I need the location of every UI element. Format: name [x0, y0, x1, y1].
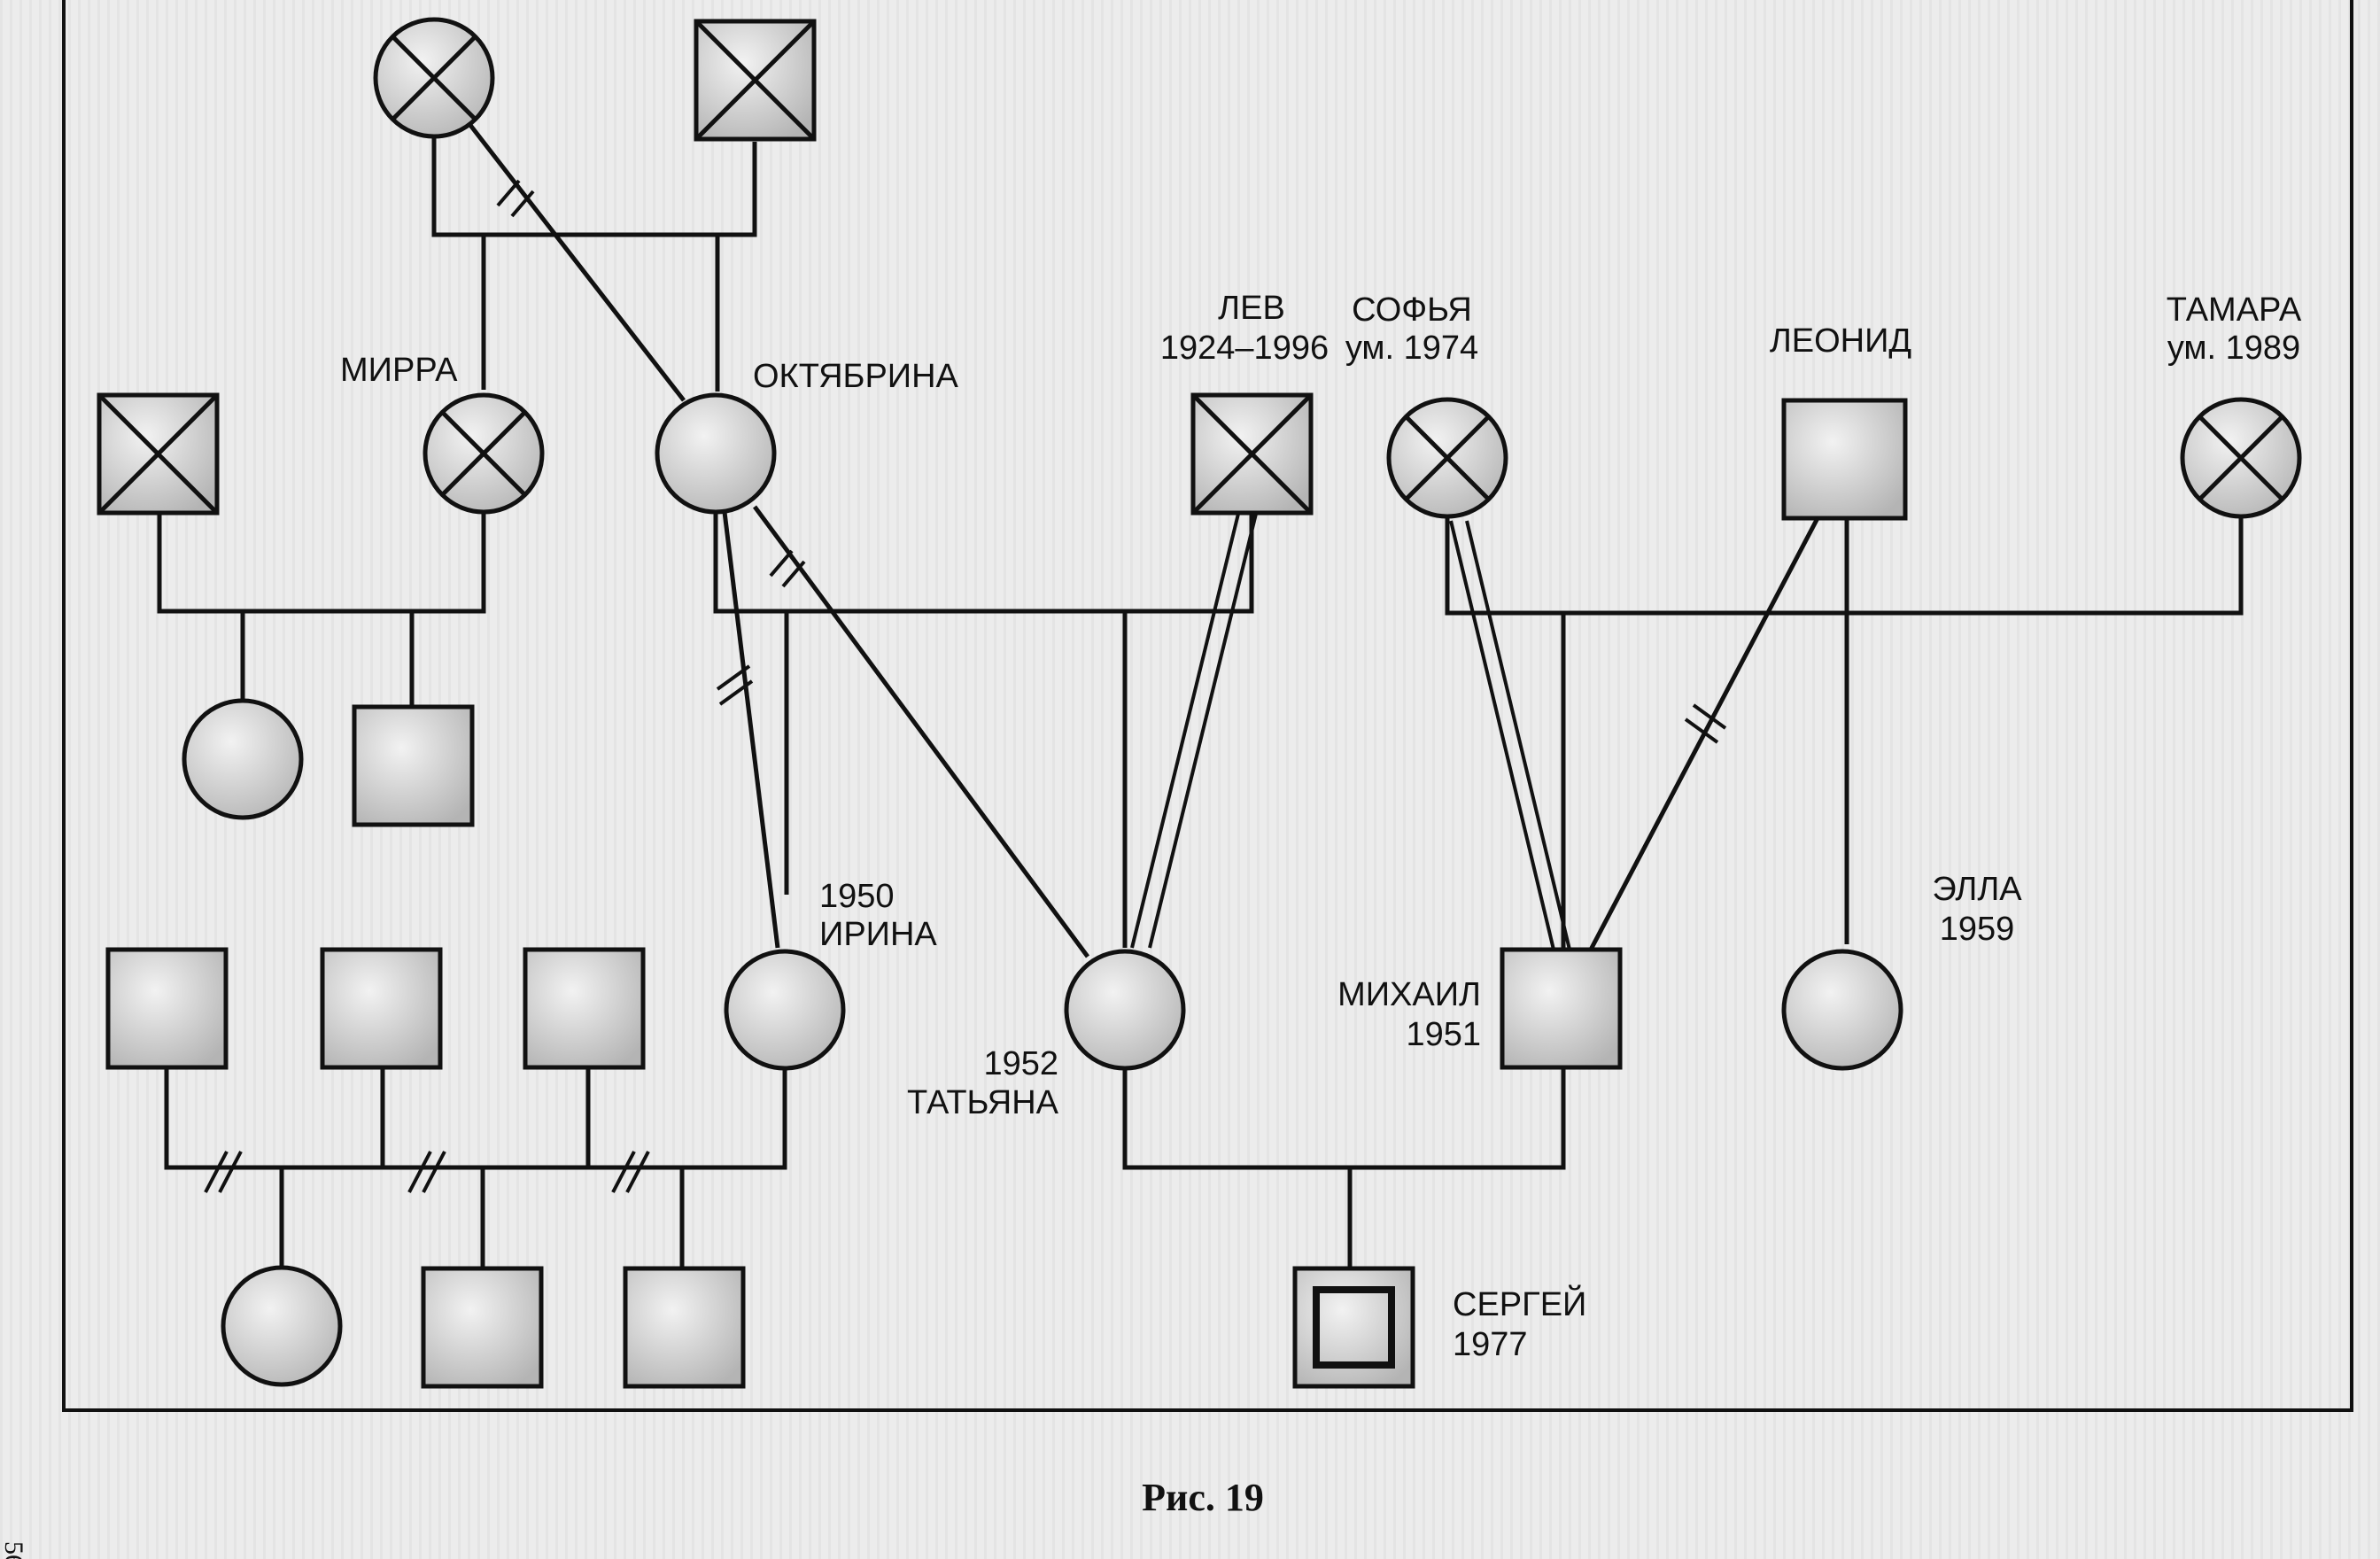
diagram-frame — [62, 0, 2353, 1412]
close-line-sofya-mikhail — [1449, 520, 1571, 950]
irina-years: 1950 — [819, 878, 895, 915]
lev-name: ЛЕВ — [1218, 290, 1285, 327]
leonid-symbol — [1781, 398, 1908, 521]
sofya-years: ум. 1974 — [1345, 330, 1478, 367]
leonid-name: ЛЕОНИД — [1770, 322, 1912, 360]
irina-name: ИРИНА — [819, 916, 937, 953]
mikhail-symbol — [1500, 947, 1623, 1070]
oktyabrina-lev-connector — [713, 512, 1254, 948]
mirra-name: МИРРА — [340, 352, 458, 389]
irina-partner-2 — [320, 947, 443, 1070]
tamara-symbol-deceased — [2180, 397, 2302, 519]
conflict-line-mother-oktyabrina — [468, 122, 686, 402]
figure-caption: Рис. 19 — [1142, 1476, 1264, 1519]
divorce-marks — [204, 1151, 650, 1193]
mikhail-years: 1951 — [1406, 1016, 1481, 1053]
oktyabrina-name: ОКТЯБРИНА — [753, 358, 959, 395]
irina-son-2 — [623, 1266, 746, 1389]
irina-daughter — [221, 1265, 343, 1387]
lev-symbol-deceased — [1190, 392, 1314, 516]
sofya-symbol-deceased — [1386, 397, 1508, 519]
sofya-leonid-tamara-connector — [1445, 516, 2244, 950]
tamara-years: ум. 1989 — [2167, 330, 2300, 367]
tatyana-name: ТАТЬЯНА — [907, 1084, 1059, 1121]
ella-symbol — [1781, 949, 1903, 1071]
sergey-symbol-index-person — [1292, 1266, 1415, 1389]
tatyana-symbol — [1064, 949, 1186, 1071]
conflict-line-leonid-mikhail — [1588, 516, 1820, 951]
tatyana-mikhail-connector — [1122, 1067, 1566, 1268]
tatyana-years: 1952 — [983, 1045, 1058, 1082]
irina-partner-3 — [523, 947, 646, 1070]
tamara-name: ТАМАРА — [2167, 291, 2302, 329]
gen1-parents-connector — [431, 133, 757, 392]
sergey-years: 1977 — [1453, 1326, 1528, 1363]
mirra-daughter — [182, 698, 304, 820]
irina-son-1 — [421, 1266, 544, 1389]
ella-name: ЭЛЛА — [1932, 871, 2022, 908]
sergey-name: СЕРГЕЙ — [1453, 1284, 1586, 1323]
irina-marriages-connector — [164, 1067, 787, 1268]
gen1-mother-deceased — [373, 17, 495, 139]
oktyabrina-symbol — [655, 392, 777, 515]
mirra-symbol-deceased — [423, 392, 545, 515]
mikhail-name: МИХАИЛ — [1337, 976, 1481, 1013]
lev-years: 1924–1996 — [1160, 330, 1329, 367]
irina-partner-1 — [105, 947, 229, 1070]
page-number: 56 — [0, 1541, 28, 1559]
mirra-family-connector — [157, 512, 486, 707]
mirra-son — [352, 704, 475, 827]
mirra-husband-deceased — [97, 392, 220, 516]
sofya-name: СОФЬЯ — [1352, 291, 1472, 329]
conflict-line-oktyabrina-irina — [716, 511, 780, 949]
conflict-line-oktyabrina-tatyana — [752, 505, 1090, 958]
irina-symbol — [724, 949, 846, 1071]
gen1-father-deceased — [694, 19, 817, 142]
ella-years: 1959 — [1940, 911, 2015, 948]
close-line-lev-tatyana — [1130, 513, 1258, 949]
